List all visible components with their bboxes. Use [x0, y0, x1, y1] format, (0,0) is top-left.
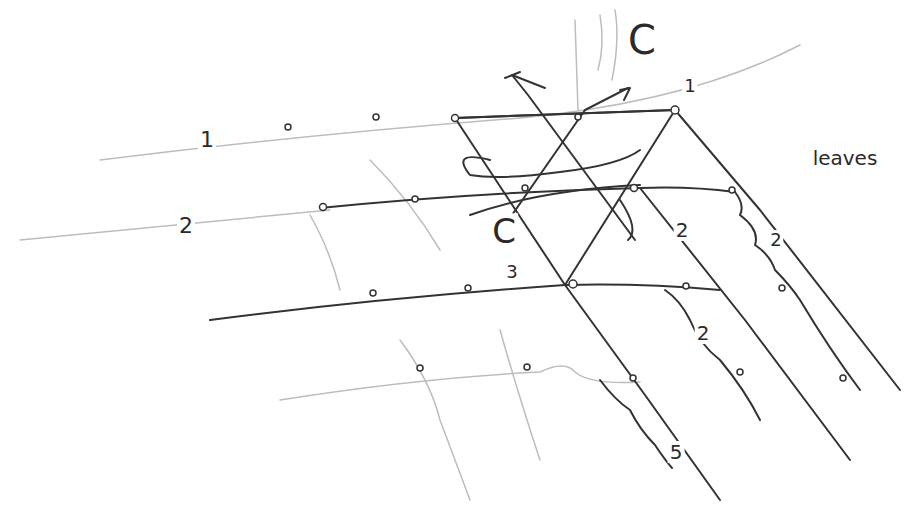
sketch-label: leaves: [811, 147, 880, 169]
sketch-label: C: [490, 213, 518, 250]
sketch-label: 1: [198, 128, 216, 152]
sketch-label: 3: [504, 262, 519, 282]
sketch-label: 5: [668, 441, 685, 463]
sketch-label: C: [626, 18, 658, 62]
sketch-label: 2: [177, 214, 195, 238]
sketch-label: 1: [682, 76, 697, 96]
sketch-label: 2: [768, 230, 783, 250]
sketch-label: 2: [674, 219, 691, 241]
sketch-label: 2: [695, 322, 712, 344]
